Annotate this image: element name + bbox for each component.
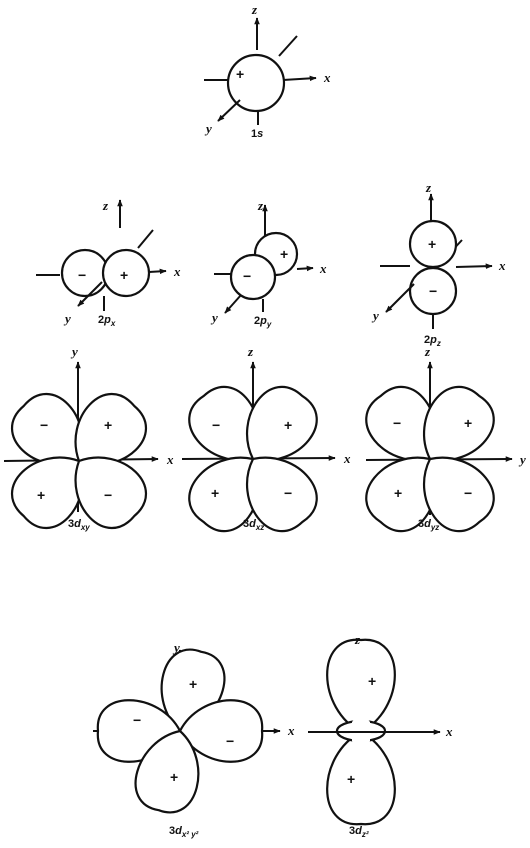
y-axis-back [137, 229, 154, 249]
minus-sign-lr: − [284, 485, 292, 501]
minus-sign-left: − [133, 712, 141, 728]
orbital-3dxy: y x − + + − 3dxy [3, 344, 174, 532]
lobe-b [246, 385, 318, 462]
orbital-1s: z x y + 1s [204, 2, 331, 140]
x-label: x [323, 70, 331, 85]
x-label: x [343, 451, 351, 466]
y-axis [217, 99, 241, 122]
z-label: z [102, 198, 109, 213]
minus-sign: − [243, 268, 251, 284]
minus-sign-right: − [226, 733, 234, 749]
minus-sign-lr: − [104, 487, 112, 503]
plus-sign: + [280, 246, 288, 262]
x-label: x [498, 258, 506, 273]
y-label: y [70, 344, 78, 359]
lobes [188, 385, 318, 533]
orbital-3dxz: z x − + + − 3dxz [181, 344, 351, 533]
z-label: z [425, 180, 432, 195]
orbital-caption: 3dz² [349, 825, 369, 839]
z-label: z [257, 198, 264, 213]
x-label: x [166, 452, 174, 467]
plus-sign-ur: + [464, 415, 472, 431]
orbital-2py: z x y + − 2py [210, 198, 327, 329]
y-label: y [172, 640, 180, 655]
lobes [96, 648, 264, 814]
minus-sign-ul: − [40, 417, 48, 433]
x-label: x [319, 261, 327, 276]
orbital-caption: 3dxy [68, 518, 90, 532]
plus-sign-bottom: + [170, 769, 178, 785]
lobe-top [326, 638, 396, 734]
y-label: y [204, 121, 212, 136]
x-axis [455, 263, 493, 269]
minus-sign: − [78, 267, 86, 283]
lobe-d [74, 456, 148, 530]
orbital-caption: 2py [254, 315, 272, 329]
orbital-2pz: z x y + − 2pz [371, 180, 506, 348]
plus-sign-ll: + [394, 485, 402, 501]
orbital-2px: z x y − + 2px [36, 198, 181, 328]
y-label: y [210, 310, 218, 325]
lobes [365, 385, 495, 533]
orbital-caption: 3dxz [243, 518, 264, 532]
x-axis [148, 268, 167, 275]
lobe-negative [229, 253, 277, 301]
lobe-positive [101, 248, 151, 298]
orbital-3dyz: z y − + + − 3dyz [365, 344, 526, 533]
s-lobe [226, 53, 286, 113]
y-label: y [63, 311, 71, 326]
orbital-caption: 1s [251, 128, 263, 140]
minus-sign-ring-left: − [342, 724, 350, 740]
plus-sign-bottom: + [347, 771, 355, 787]
lobe-d [134, 729, 200, 814]
orbital-caption: 3dx² y² [169, 825, 199, 839]
orbital-caption: 2pz [424, 334, 441, 348]
y-axis [224, 294, 242, 314]
orbital-3dz2: z x + − − + 3dz² [308, 632, 453, 839]
orbital-caption: 2px [98, 314, 116, 328]
minus-sign-ul: − [212, 417, 220, 433]
plus-sign-ur: + [284, 417, 292, 433]
plus-sign-ll: + [37, 487, 45, 503]
plus-sign-top: + [368, 673, 376, 689]
z-label: z [354, 632, 361, 647]
minus-sign-lr: − [464, 485, 472, 501]
plus-sign: + [428, 236, 436, 252]
minus-sign-ul: − [393, 415, 401, 431]
y-axis [385, 283, 415, 313]
x-axis [296, 265, 314, 272]
z-label: z [251, 2, 258, 17]
y-label: y [518, 452, 526, 467]
plus-sign-ll: + [211, 485, 219, 501]
lobes [10, 392, 148, 530]
y-label: y [371, 308, 379, 323]
z-label: z [424, 344, 431, 359]
x-axis [282, 75, 317, 82]
x-label: x [287, 723, 295, 738]
orbital-3dx2y2: y x + − − + 3dx² y² [93, 640, 295, 839]
plus-sign: + [236, 66, 244, 82]
minus-sign-ring-right: − [370, 724, 378, 740]
orbital-caption: 3dyz [418, 518, 439, 532]
lobe-bottom [326, 730, 396, 826]
y-axis [77, 281, 103, 307]
x-label: x [445, 724, 453, 739]
y-axis-back [278, 35, 298, 57]
z-label: z [247, 344, 254, 359]
plus-sign-top: + [189, 676, 197, 692]
lobe-d [423, 456, 495, 533]
plus-sign-ur: + [104, 417, 112, 433]
minus-sign: − [429, 283, 437, 299]
x-label: x [173, 264, 181, 279]
lobe-d [246, 456, 318, 533]
plus-sign: + [120, 267, 128, 283]
lobes [326, 638, 396, 826]
lobe-b [423, 385, 495, 462]
lobe-c [178, 699, 264, 763]
